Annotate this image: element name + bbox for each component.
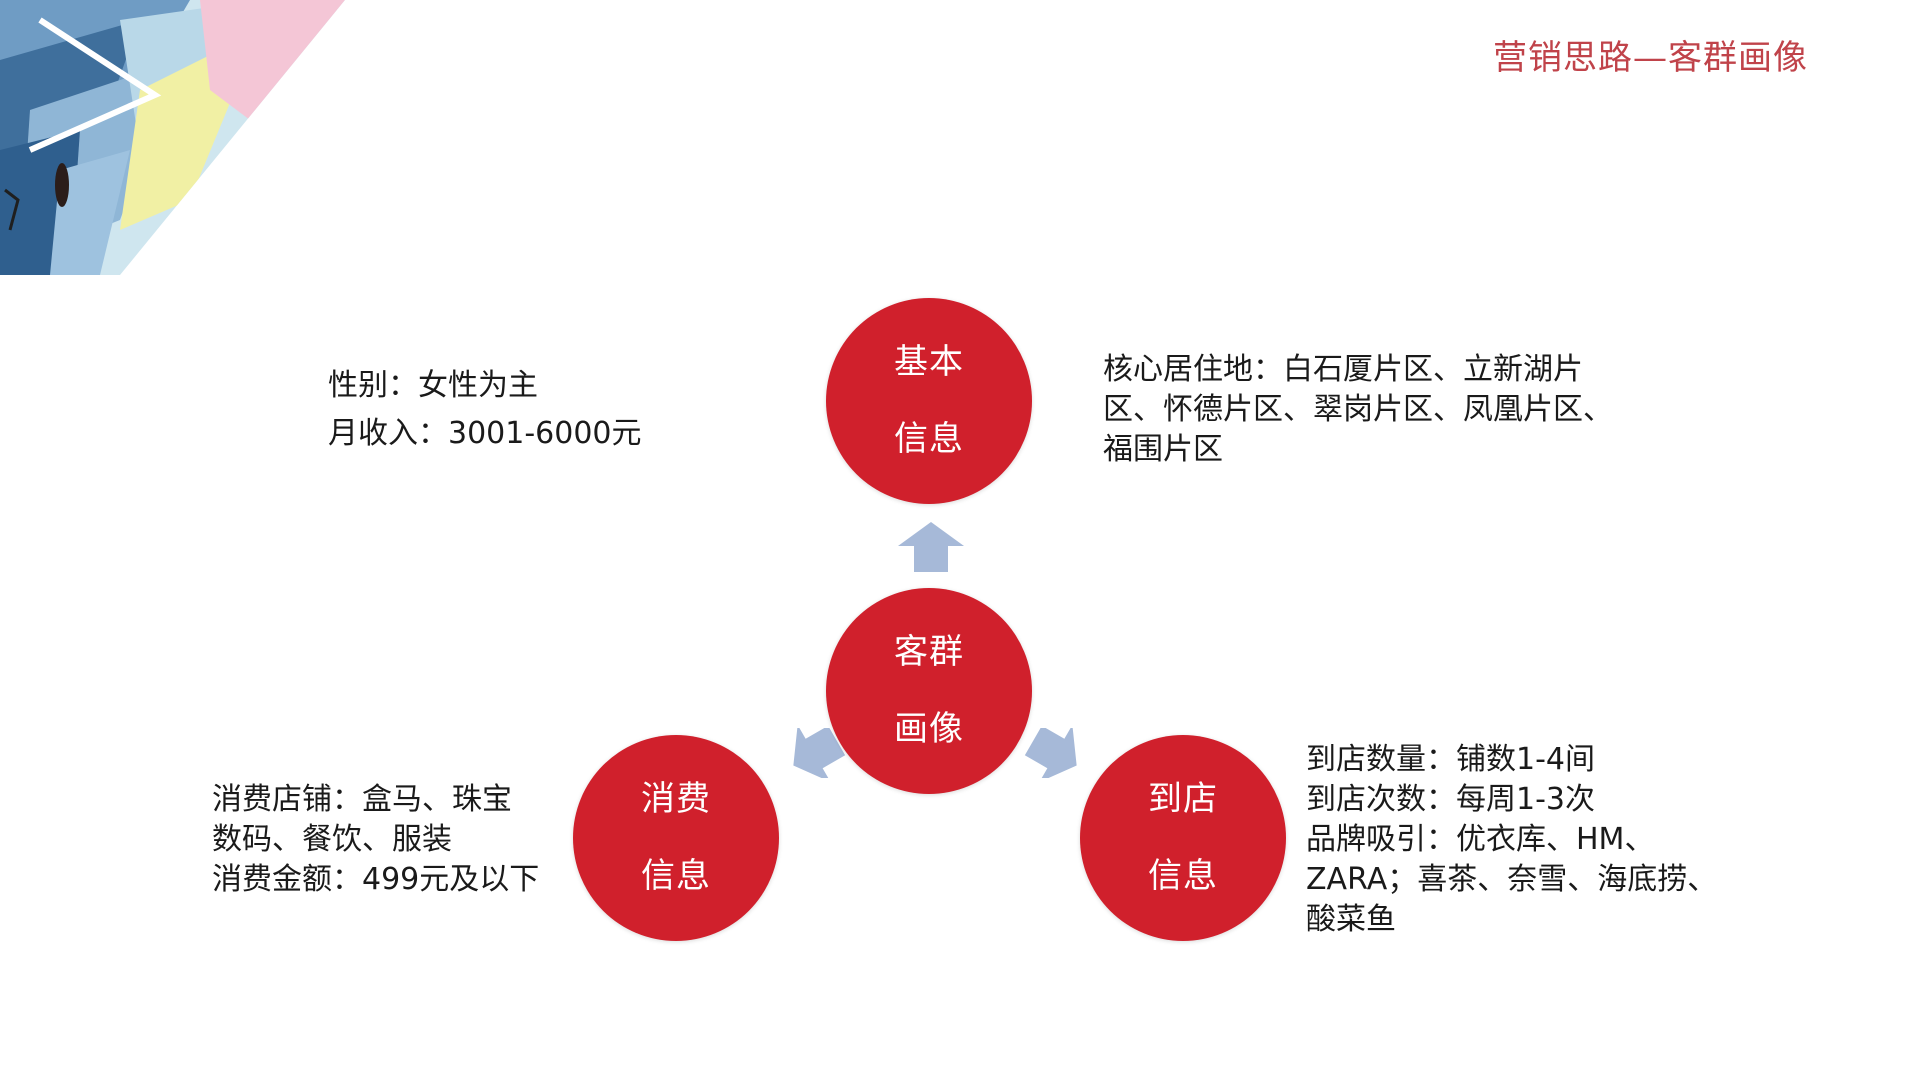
decorative-corner-image — [0, 0, 345, 275]
residence-line-1: 核心居住地：白石厦片区、立新湖片 — [1103, 352, 1583, 387]
consume-line-2: 数码、餐饮、服装 — [212, 822, 452, 857]
center-circle-line2: 画像 — [894, 709, 964, 749]
right-circle-visit-info: 到店 信息 — [1080, 735, 1286, 941]
top-circle-line2: 信息 — [894, 419, 964, 459]
visit-line-1: 到店数量：铺数1-4间 — [1306, 742, 1595, 777]
consumption-info-text: 消费店铺：盒马、珠宝 数码、餐饮、服装 消费金额：499元及以下 — [212, 780, 539, 900]
right-circle-line1: 到店 — [1148, 779, 1218, 819]
visit-info-text: 到店数量：铺数1-4间 到店次数：每周1-3次 品牌吸引：优衣库、HM、 ZAR… — [1306, 740, 1717, 940]
visit-line-3: 品牌吸引：优衣库、HM、 — [1306, 822, 1655, 857]
basic-info-demographics-text: 性别：女性为主 月收入：3001-6000元 — [328, 362, 642, 458]
visit-line-2: 到店次数：每周1-3次 — [1306, 782, 1595, 817]
consume-line-3: 消费金额：499元及以下 — [212, 862, 540, 897]
left-circle-consumption-info: 消费 信息 — [573, 735, 779, 941]
residence-line-3: 福围片区 — [1103, 432, 1223, 467]
center-circle-customer-profile: 客群 画像 — [826, 588, 1032, 794]
gender-line: 性别：女性为主 — [328, 368, 538, 403]
slide-title: 营销思路—客群画像 — [1493, 38, 1808, 78]
arrow-up-icon — [898, 522, 964, 572]
top-circle-basic-info: 基本 信息 — [826, 298, 1032, 504]
arrow-down-left-icon — [793, 728, 846, 778]
arrow-down-right-icon — [1024, 728, 1077, 778]
left-circle-line2: 信息 — [641, 856, 711, 896]
right-circle-line2: 信息 — [1148, 856, 1218, 896]
basic-info-residence-text: 核心居住地：白石厦片区、立新湖片 区、怀德片区、翠岗片区、凤凰片区、 福围片区 — [1103, 350, 1613, 470]
top-circle-line1: 基本 — [894, 342, 964, 382]
consume-line-1: 消费店铺：盒马、珠宝 — [212, 782, 512, 817]
left-circle-line1: 消费 — [641, 779, 711, 819]
visit-line-4: ZARA；喜茶、奈雪、海底捞、 — [1306, 862, 1718, 897]
residence-line-2: 区、怀德片区、翠岗片区、凤凰片区、 — [1103, 392, 1613, 427]
visit-line-5: 酸菜鱼 — [1306, 902, 1396, 937]
center-circle-line1: 客群 — [894, 632, 964, 672]
income-line: 月收入：3001-6000元 — [328, 416, 642, 451]
